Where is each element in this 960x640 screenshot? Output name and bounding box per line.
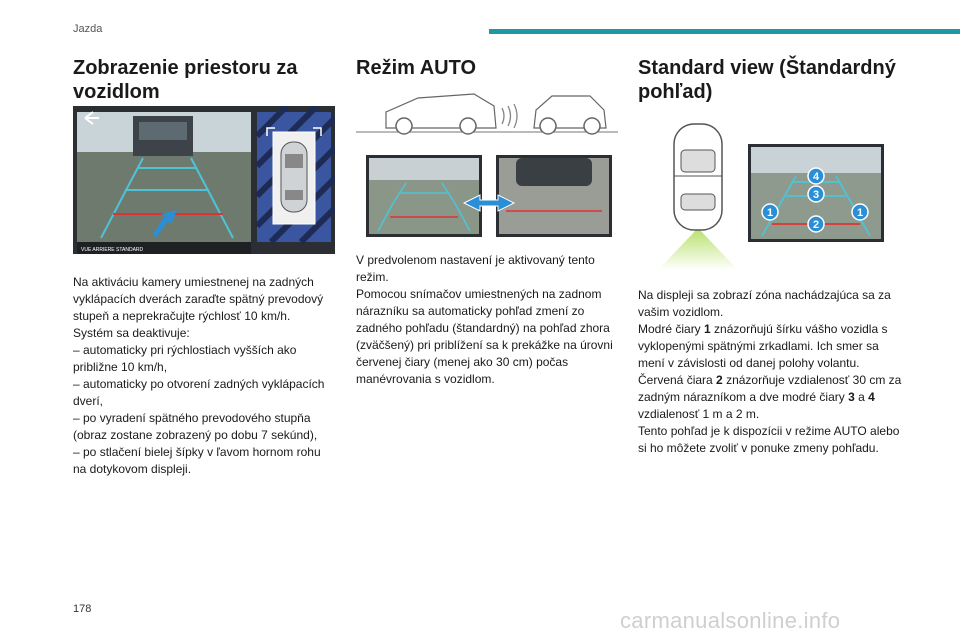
rear-camera-screen-image: VUE ARRIERE STANDARD bbox=[73, 106, 335, 254]
badge-1-right: 1 bbox=[857, 207, 863, 219]
column-rear-view: Zobrazenie priestoru za vozidlom bbox=[73, 56, 335, 104]
watermark: carmanualsonline.info bbox=[620, 608, 841, 633]
badge-1-left: 1 bbox=[767, 207, 773, 219]
auto-mode-screens-image bbox=[366, 155, 612, 237]
standard-view-p3: Tento pohľad je k dispozícii v režime AU… bbox=[638, 424, 900, 455]
section-title-rear-view: Zobrazenie priestoru za vozidlom bbox=[73, 57, 298, 103]
section-body-auto-mode: V predvolenom nastavení je aktivovaný te… bbox=[356, 253, 613, 386]
auto-mode-cars-illustration bbox=[356, 86, 618, 136]
column-auto-mode: Režim AUTO bbox=[356, 56, 618, 80]
badge-4: 4 bbox=[813, 171, 820, 183]
standard-view-p1: Na displeji sa zobrazí zóna nachádzajúca… bbox=[638, 288, 891, 319]
section-title-standard-view: Standard view (Štandardný pohľad) bbox=[638, 57, 896, 103]
standard-view-illustration: 1 2 1 3 4 bbox=[640, 120, 900, 270]
camera-caption: VUE ARRIERE STANDARD bbox=[81, 247, 144, 253]
badge-3: 3 bbox=[813, 189, 819, 201]
column-standard-view: Standard view (Štandardný pohľad) bbox=[638, 56, 900, 104]
section-header-label: Jazda bbox=[73, 23, 103, 35]
section-body-standard-view: Na displeji sa zobrazí zóna nachádzajúca… bbox=[638, 288, 902, 455]
section-title-auto-mode: Režim AUTO bbox=[356, 57, 477, 79]
badge-2: 2 bbox=[813, 219, 819, 231]
header-accent-bar bbox=[489, 29, 960, 34]
page-number: 178 bbox=[73, 603, 92, 615]
section-body-rear-view: Na aktiváciu kamery umiestnenej na zadný… bbox=[73, 275, 325, 476]
